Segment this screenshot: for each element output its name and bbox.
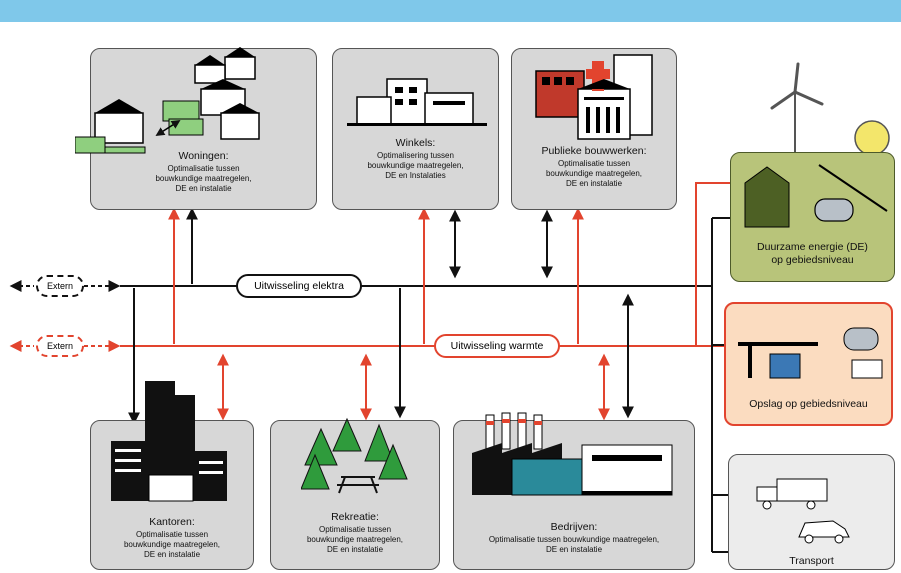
node-bedrijven: Bedrijven: Optimalisatie tussen bouwkund… — [453, 412, 695, 570]
winkels-description: Optimalisering tussen bouwkundige maatre… — [367, 151, 464, 180]
trees-icon — [301, 417, 408, 494]
node-transport: Transport — [728, 454, 895, 570]
bedrijven-description: Optimalisatie tussen bouwkundige maatreg… — [488, 535, 660, 554]
houses-icon — [75, 47, 260, 154]
publieke-description: Optimalisatie tussen bouwkundige maatreg… — [545, 159, 643, 188]
kantoren-title: Kantoren: — [149, 516, 195, 528]
winkels-title: Winkels: — [395, 137, 436, 149]
node-kantoren: Kantoren: Optimalisatie tussen bouwkundi… — [90, 381, 254, 570]
node-woningen: Woningen: Optimalisatie tussen bouwkundi… — [75, 47, 317, 210]
node-duurzame-energie: Duurzame energie (DE) op gebiedsniveau — [730, 152, 895, 282]
wind-turbine-icon — [770, 62, 824, 162]
node-rekreatie: Rekreatie: Optimalisatie tussen bouwkund… — [270, 417, 440, 570]
duurzame-title-1: Duurzame energie (DE) — [757, 241, 868, 253]
transport-title: Transport — [789, 555, 834, 567]
bedrijven-title: Bedrijven: — [550, 521, 598, 533]
vehicles-icon — [756, 478, 850, 544]
storage-icon — [738, 327, 883, 379]
node-winkels: Winkels: Optimalisering tussen bouwkundi… — [332, 48, 499, 210]
bus-elektra-label: Uitwisseling elektra — [236, 274, 362, 298]
node-publieke-bouwwerken: Publieke bouwwerken: Optimalisatie tusse… — [511, 48, 677, 210]
opslag-title: Opslag op gebiedsniveau — [749, 398, 868, 410]
node-opslag: Opslag op gebiedsniveau — [724, 302, 893, 426]
woningen-title: Woningen: — [178, 150, 229, 162]
energy-sources-icon — [744, 164, 888, 228]
woningen-description: Optimalisatie tussen bouwkundige maatreg… — [155, 164, 252, 193]
rekreatie-title: Rekreatie: — [331, 511, 379, 523]
public-buildings-icon — [535, 54, 653, 140]
header-band — [0, 0, 901, 22]
duurzame-title-2: op gebiedsniveau — [771, 254, 854, 266]
extern-elektra: Extern — [36, 275, 84, 297]
rekreatie-description: Optimalisatie tussen bouwkundige maatreg… — [306, 525, 404, 554]
bus-warmte-label: Uitwisseling warmte — [434, 334, 560, 358]
publieke-title: Publieke bouwwerken: — [541, 145, 647, 157]
shops-icon — [347, 78, 487, 126]
extern-warmte: Extern — [36, 335, 84, 357]
kantoren-description: Optimalisatie tussen bouwkundige maatreg… — [123, 530, 221, 559]
factory-icon — [472, 412, 673, 496]
offices-icon — [111, 381, 227, 502]
